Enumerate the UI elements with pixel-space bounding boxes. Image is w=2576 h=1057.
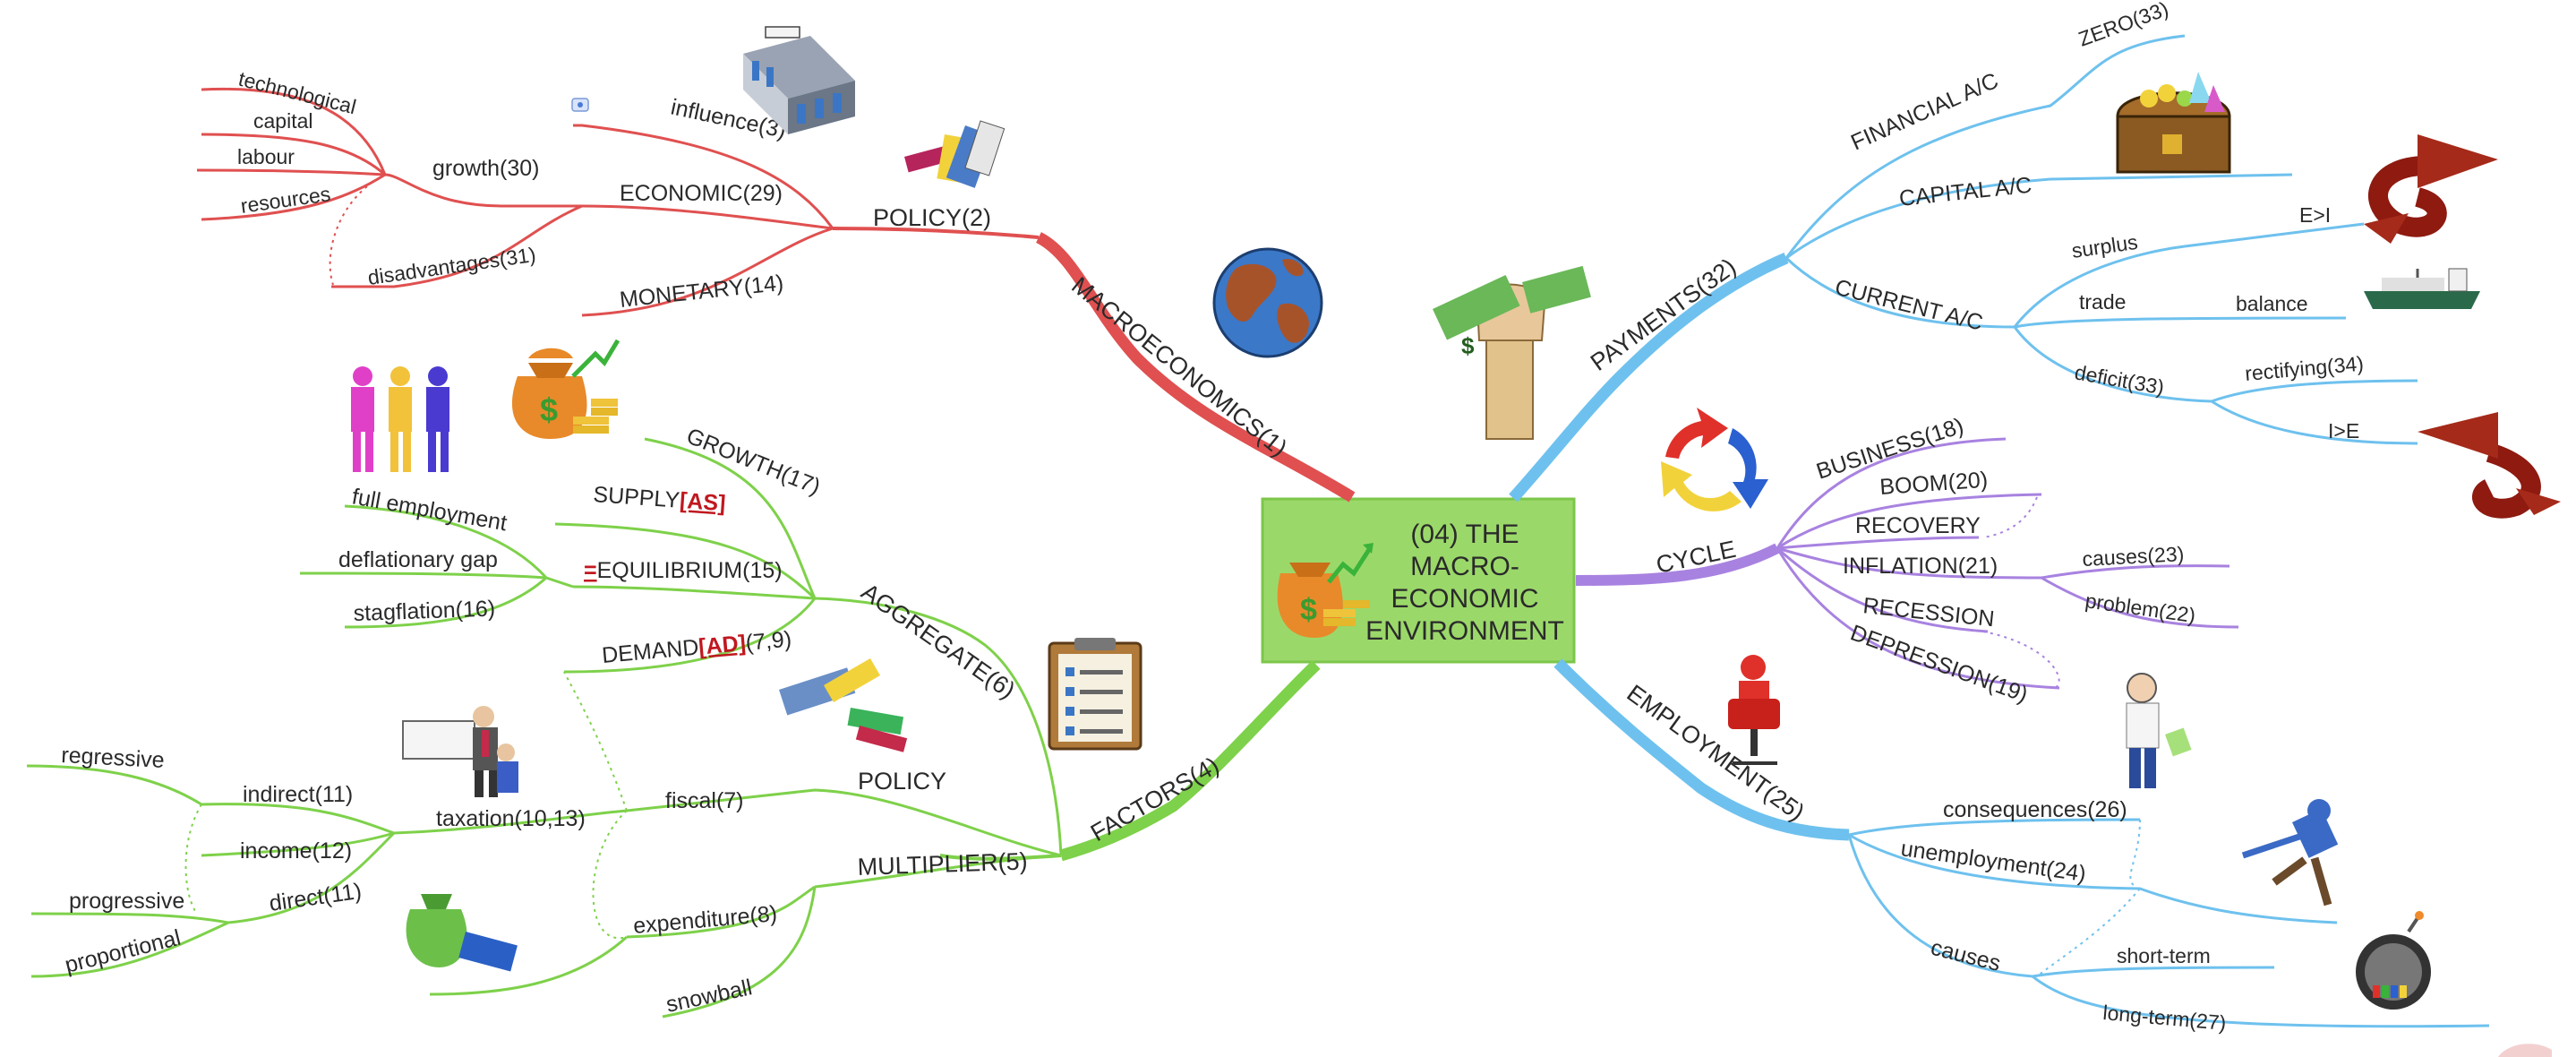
macro-branch-lines bbox=[196, 87, 1356, 503]
problem-topic[interactable]: problem(22) bbox=[2084, 589, 2196, 627]
economic-topic[interactable]: ECONOMIC(29) bbox=[620, 181, 783, 206]
money-bag-icon: $ bbox=[1277, 543, 1374, 638]
growth-topic[interactable]: growth(30) bbox=[432, 156, 540, 181]
progressive-topic[interactable]: progressive bbox=[69, 889, 184, 914]
direct-topic[interactable]: direct(11) bbox=[268, 879, 364, 916]
running-man-icon bbox=[2241, 799, 2339, 907]
worried-man-icon bbox=[2126, 673, 2192, 788]
long-term-topic[interactable]: long-term(27) bbox=[2102, 1001, 2228, 1035]
factors-branch-lines bbox=[26, 437, 1321, 1018]
inflation-topic[interactable]: INFLATION(21) bbox=[1843, 554, 1998, 579]
stagflation-topic[interactable]: stagflation(16) bbox=[353, 596, 495, 626]
sign-holder-person-icon bbox=[402, 706, 518, 797]
i-greater-e-topic[interactable]: I>E bbox=[2328, 419, 2359, 443]
central-topic[interactable]: $ (04) THE MACRO- ECONOMIC ENVIRONMENT bbox=[1261, 497, 1576, 664]
aggregate-topic[interactable]: AGGREGATE(6) bbox=[857, 578, 1021, 703]
central-title-line3: ECONOMIC bbox=[1391, 584, 1539, 614]
treasure-chest-icon bbox=[2116, 72, 2231, 174]
indirect-topic[interactable]: indirect(11) bbox=[243, 782, 353, 807]
time-bomb-clock-icon bbox=[2356, 911, 2431, 1010]
fist-money-icon: $ bbox=[1433, 265, 1591, 440]
snowball-topic[interactable]: snowball bbox=[663, 975, 754, 1018]
boom-topic[interactable]: BOOM(20) bbox=[1879, 468, 1989, 500]
monetary-topic[interactable]: MONETARY(14) bbox=[619, 271, 785, 313]
corner-decoration-icon bbox=[2498, 1044, 2552, 1057]
disadvantages-topic[interactable]: disadvantages(31) bbox=[366, 243, 537, 289]
central-title-line4: ENVIRONMENT bbox=[1365, 616, 1564, 646]
cargo-ship-icon bbox=[2364, 268, 2480, 309]
svg-text:$: $ bbox=[1461, 332, 1475, 359]
stacked-books-icon bbox=[778, 657, 908, 752]
capital-ac-topic[interactable]: CAPITAL A/C bbox=[1898, 173, 2033, 211]
payments-topic[interactable]: PAYMENTS(32) bbox=[1586, 253, 1741, 375]
financial-ac-topic[interactable]: FINANCIAL A/C bbox=[1847, 68, 2002, 156]
e-greater-i-topic[interactable]: E>I bbox=[2299, 203, 2331, 227]
expenditure-topic[interactable]: expenditure(8) bbox=[632, 901, 778, 939]
globe-icon bbox=[1212, 247, 1323, 358]
regressive-topic[interactable]: regressive bbox=[61, 743, 166, 773]
money-bag-coins-icon: $ bbox=[511, 339, 620, 439]
income-topic[interactable]: income(12) bbox=[240, 838, 352, 864]
curved-arrow-right-icon bbox=[2364, 134, 2498, 244]
multiplier-topic[interactable]: MULTIPLIER(5) bbox=[857, 847, 1028, 881]
svg-text:$: $ bbox=[540, 391, 558, 428]
central-title-line1: (04) THE bbox=[1410, 520, 1519, 549]
employment-branch-lines bbox=[1553, 658, 2490, 1028]
equilibrium-topic[interactable]: =EQUILIBRIUM(15) bbox=[584, 558, 783, 583]
taxation-topic[interactable]: taxation(10,13) bbox=[436, 806, 586, 831]
building-icon bbox=[743, 26, 855, 134]
policy-topic[interactable]: POLICY(2) bbox=[873, 204, 991, 231]
central-title-line2: MACRO- bbox=[1410, 552, 1519, 581]
rectifying-topic[interactable]: rectifying(34) bbox=[2244, 351, 2365, 384]
policy-fiscal-topic[interactable]: POLICY bbox=[858, 768, 946, 795]
payments-branch-lines bbox=[1509, 34, 2418, 503]
recession-topic[interactable]: RECESSION bbox=[1861, 593, 1995, 632]
recycle-cycle-icon bbox=[1661, 408, 1768, 511]
svg-text:$: $ bbox=[1300, 593, 1317, 627]
zero-topic[interactable]: ZERO(33) bbox=[2075, 0, 2171, 51]
curved-arrow-left-icon bbox=[2418, 412, 2561, 519]
consequences-topic[interactable]: consequences(26) bbox=[1943, 797, 2127, 822]
full-employment-topic[interactable]: full employment bbox=[350, 484, 509, 536]
deficit-topic[interactable]: deficit(33) bbox=[2073, 360, 2166, 399]
short-term-topic[interactable]: short-term bbox=[2117, 944, 2211, 967]
depression-topic[interactable]: DEPRESSION(19) bbox=[1847, 620, 2031, 708]
demand-topic[interactable]: DEMAND[AD](7,9) bbox=[601, 627, 792, 668]
proportional-topic[interactable]: proportional bbox=[63, 925, 184, 978]
cycle-branch: CYCLE BUSINESS(18) BOOM(20) RECOVERY INF… bbox=[1654, 413, 2197, 708]
recovery-topic[interactable]: RECOVERY bbox=[1855, 513, 1981, 538]
trade-topic[interactable]: trade bbox=[2079, 290, 2126, 314]
money-bag-hand-icon bbox=[406, 894, 518, 972]
capital-topic[interactable]: capital bbox=[253, 109, 312, 133]
business-people-icon bbox=[351, 366, 449, 472]
causes-employment-topic[interactable]: causes bbox=[1929, 935, 2004, 976]
link-marker-icon[interactable] bbox=[571, 98, 589, 112]
payments-branch: PAYMENTS(32) FINANCIAL A/C ZERO(33) CAPI… bbox=[1586, 0, 2365, 443]
labour-topic[interactable]: labour bbox=[237, 145, 295, 168]
books-icon bbox=[904, 120, 1006, 188]
cycle-branch-lines bbox=[1575, 437, 2239, 690]
fiscal-topic[interactable]: fiscal(7) bbox=[665, 788, 744, 813]
causes-23-topic[interactable]: causes(23) bbox=[2082, 542, 2185, 571]
factors-topic[interactable]: FACTORS(4) bbox=[1086, 752, 1224, 846]
balance-topic[interactable]: balance bbox=[2236, 292, 2308, 315]
clipboard-checklist-icon bbox=[1048, 638, 1143, 751]
current-ac-topic[interactable]: CURRENT A/C bbox=[1833, 275, 1986, 336]
businessman-chair-icon bbox=[1728, 655, 1780, 765]
deflationary-gap-topic[interactable]: deflationary gap bbox=[338, 547, 498, 572]
supply-topic[interactable]: SUPPLY[AS] bbox=[593, 482, 727, 516]
